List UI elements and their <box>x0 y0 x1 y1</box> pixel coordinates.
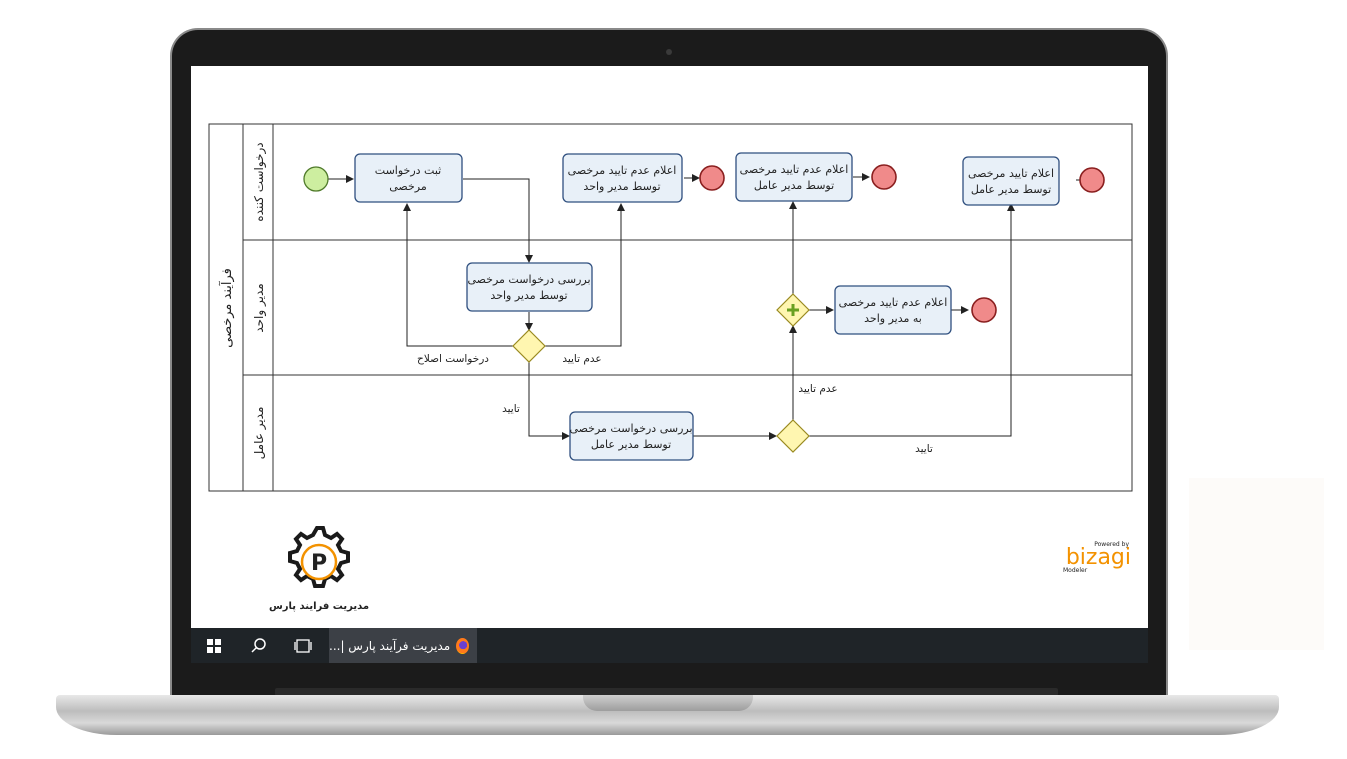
logo-letter: P <box>311 551 327 576</box>
bizagi-powered: Powered by <box>1094 541 1129 548</box>
bpmn-diagram: فرآیند مرخصی درخواست کننده مدیر واحد مدی… <box>208 123 1133 612</box>
task-ceo-review-line2: توسط مدیر عامل <box>591 438 671 451</box>
task-notify-reject-ceo-line1: اعلام عدم تایید مرخصی <box>740 163 849 176</box>
task-notify-reject-unit[interactable]: اعلام عدم تایید مرخصی توسط مدیر واحد <box>562 153 683 203</box>
start-event <box>303 166 329 192</box>
flow-request-fix <box>403 203 513 347</box>
task-unit-review-line1: بررسی درخواست مرخصی <box>467 273 590 286</box>
pool-title: فرآیند مرخصی <box>218 268 235 348</box>
lane-title-ceo: مدیر عامل <box>252 407 267 460</box>
task-notify-reject-to-unit-line1: اعلام عدم تایید مرخصی <box>839 296 948 309</box>
task-ceo-review[interactable]: بررسی درخواست مرخصی توسط مدیر عامل <box>569 411 694 461</box>
taskbar-app-label: مدیریت فرآیند پارس |... <box>329 638 451 653</box>
screen: فرآیند مرخصی درخواست کننده مدیر واحد مدی… <box>191 66 1148 663</box>
task-notify-approve-ceo-line2: توسط مدیر عامل <box>971 183 1051 196</box>
task-unit-review-line2: توسط مدیر واحد <box>490 289 567 302</box>
flow-submit-to-unit-review <box>463 178 533 263</box>
task-notify-reject-ceo[interactable]: اعلام عدم تایید مرخصی توسط مدیر عامل <box>735 152 853 202</box>
label-request-fix: درخواست اصلاح <box>417 353 489 365</box>
end-event-ceo-approve <box>1079 167 1105 193</box>
label-approve-ceo: تایید <box>915 443 933 455</box>
task-notify-reject-unit-line2: توسط مدیر واحد <box>583 180 660 193</box>
task-notify-reject-ceo-line2: توسط مدیر عامل <box>754 179 834 192</box>
gateway-ceo-decision <box>776 419 810 453</box>
lane-title-unit-manager: مدیر واحد <box>252 283 267 332</box>
end-event-unit-reject <box>699 165 725 191</box>
task-submit-request-line2: مرخصی <box>389 180 427 193</box>
flow-approve-ceo <box>809 203 1015 437</box>
task-notify-approve-ceo-line1: اعلام تایید مرخصی <box>968 167 1054 180</box>
laptop-notch <box>583 695 753 711</box>
webcam <box>666 49 672 55</box>
search-icon[interactable] <box>246 628 272 663</box>
task-submit-request-line1: ثبت درخواست <box>375 164 441 177</box>
task-notify-approve-ceo[interactable]: اعلام تایید مرخصی توسط مدیر عامل <box>962 156 1060 206</box>
task-unit-review[interactable]: بررسی درخواست مرخصی توسط مدیر واحد <box>466 262 593 312</box>
logo-caption: مدیریت فرایند پارس <box>269 601 369 612</box>
flow-reject-unit <box>545 203 625 347</box>
firefox-taskbar-button[interactable]: مدیریت فرآیند پارس |... <box>329 628 477 663</box>
gateway-unit-decision <box>512 329 546 363</box>
end-event-ceo-reject <box>871 164 897 190</box>
sequence-flows <box>328 173 1092 440</box>
bizagi-sub: Modeler <box>1063 567 1088 574</box>
task-ceo-review-line1: بررسی درخواست مرخصی <box>569 422 692 435</box>
firefox-icon <box>456 637 469 654</box>
task-notify-reject-to-unit[interactable]: اعلام عدم تایید مرخصی به مدیر واحد <box>834 285 952 335</box>
lane-title-requester: درخواست کننده <box>252 142 267 221</box>
label-approve-unit: تایید <box>502 403 520 415</box>
laptop-hinge <box>275 688 1058 696</box>
pool: فرآیند مرخصی درخواست کننده مدیر واحد مدی… <box>208 123 1133 492</box>
label-reject-ceo: عدم تایید <box>798 383 837 395</box>
bizagi-logo: Powered by bizagi Modeler <box>1063 541 1131 574</box>
parallel-gateway <box>776 293 810 327</box>
task-notify-reject-to-unit-line2: به مدیر واحد <box>864 312 922 325</box>
windows-taskbar: مدیریت فرآیند پارس |... <box>191 628 1148 663</box>
label-reject-unit: عدم تایید <box>562 353 601 365</box>
task-submit-request[interactable]: ثبت درخواست مرخصی <box>354 153 463 203</box>
task-view-icon[interactable] <box>290 628 316 663</box>
windows-start-icon[interactable] <box>201 628 227 663</box>
flow-approve-unit-to-ceo <box>528 362 570 440</box>
end-event-notify-unit <box>971 297 997 323</box>
side-panel <box>1189 478 1324 650</box>
pars-logo: P <box>288 526 350 588</box>
task-notify-reject-unit-line1: اعلام عدم تایید مرخصی <box>568 164 677 177</box>
bizagi-wordmark: bizagi <box>1066 545 1131 570</box>
